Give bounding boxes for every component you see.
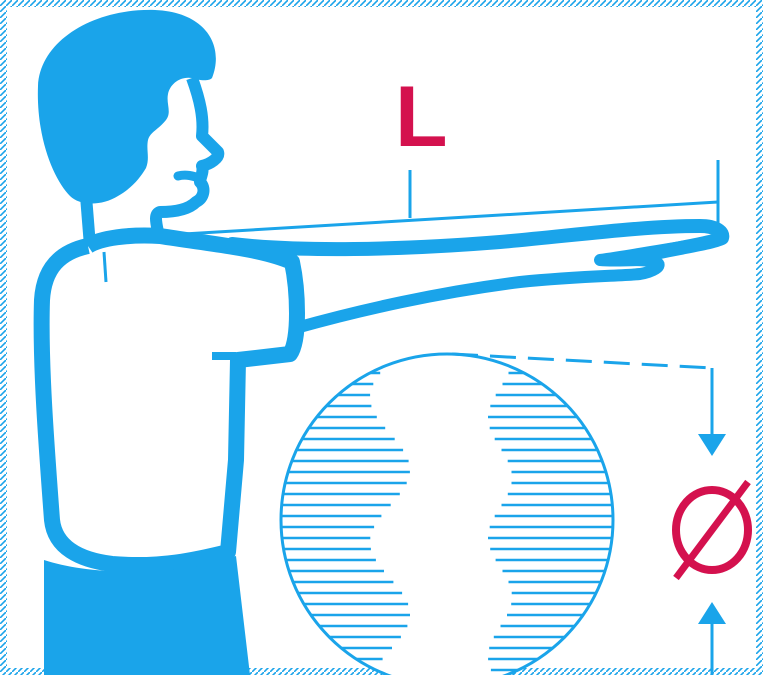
- arrow-up-icon: [698, 602, 726, 624]
- length-label: L: [395, 69, 448, 165]
- arrow-down-icon: [698, 434, 726, 456]
- exercise-ball-icon: [281, 354, 613, 675]
- person-pants: [44, 556, 250, 675]
- person-torso: [42, 235, 297, 565]
- person-arm-lower: [296, 244, 700, 328]
- diameter-symbol: Ø: [676, 482, 748, 578]
